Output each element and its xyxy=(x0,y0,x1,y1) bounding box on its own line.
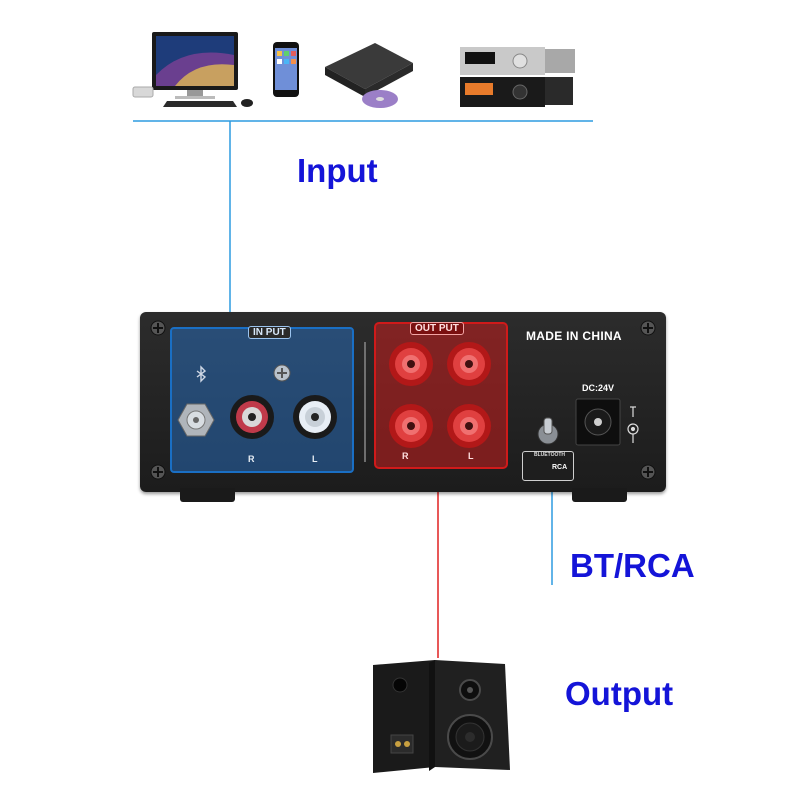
input-label: Input xyxy=(297,152,378,189)
dc-polarity-icon xyxy=(627,406,639,443)
output-channel-r: R xyxy=(402,451,409,461)
dvd-player-icon xyxy=(325,43,413,108)
output-terminals xyxy=(389,342,491,448)
speaker-terminal-bottom-left[interactable] xyxy=(389,404,433,448)
speaker-terminal-bottom-right[interactable] xyxy=(447,404,491,448)
speaker-terminal-top-left[interactable] xyxy=(389,342,433,386)
panel-hardware xyxy=(150,320,656,480)
rca-input-left-jack[interactable] xyxy=(293,395,337,439)
speaker-terminal-top-right[interactable] xyxy=(447,342,491,386)
dc-voltage-label: DC:24V xyxy=(582,383,615,393)
output-label: Output xyxy=(565,675,674,712)
made-in-label: MADE IN CHINA xyxy=(526,329,622,343)
switch-label-bottom: RCA xyxy=(552,464,568,471)
output-section-box xyxy=(374,322,508,469)
output-section-title: OUT PUT xyxy=(410,322,464,335)
switch-label-top: BLUETOOTH xyxy=(534,452,566,458)
antenna-connector-icon xyxy=(177,403,215,437)
input-section-title: IN PUT xyxy=(248,326,291,339)
source-devices xyxy=(132,32,575,108)
bt-rca-label: BT/RCA xyxy=(570,547,695,584)
amplifier-foot-right xyxy=(572,488,627,502)
amplifier-foot-left xyxy=(180,488,235,502)
bluetooth-icon xyxy=(196,365,207,383)
input-channel-r: R xyxy=(248,454,255,464)
switch-label-plate xyxy=(522,451,574,481)
amplifier-icon xyxy=(460,47,575,107)
rca-input-right-jack[interactable] xyxy=(230,395,274,439)
smartphone-icon xyxy=(273,42,299,97)
speakers-icon xyxy=(373,660,510,773)
desktop-computer-icon xyxy=(132,32,253,107)
dc-power-jack[interactable] xyxy=(570,395,650,455)
input-channel-l: L xyxy=(312,454,318,464)
bt-rca-toggle-switch[interactable] xyxy=(532,412,572,452)
input-jacks xyxy=(177,364,337,439)
output-channel-l: L xyxy=(468,451,474,461)
